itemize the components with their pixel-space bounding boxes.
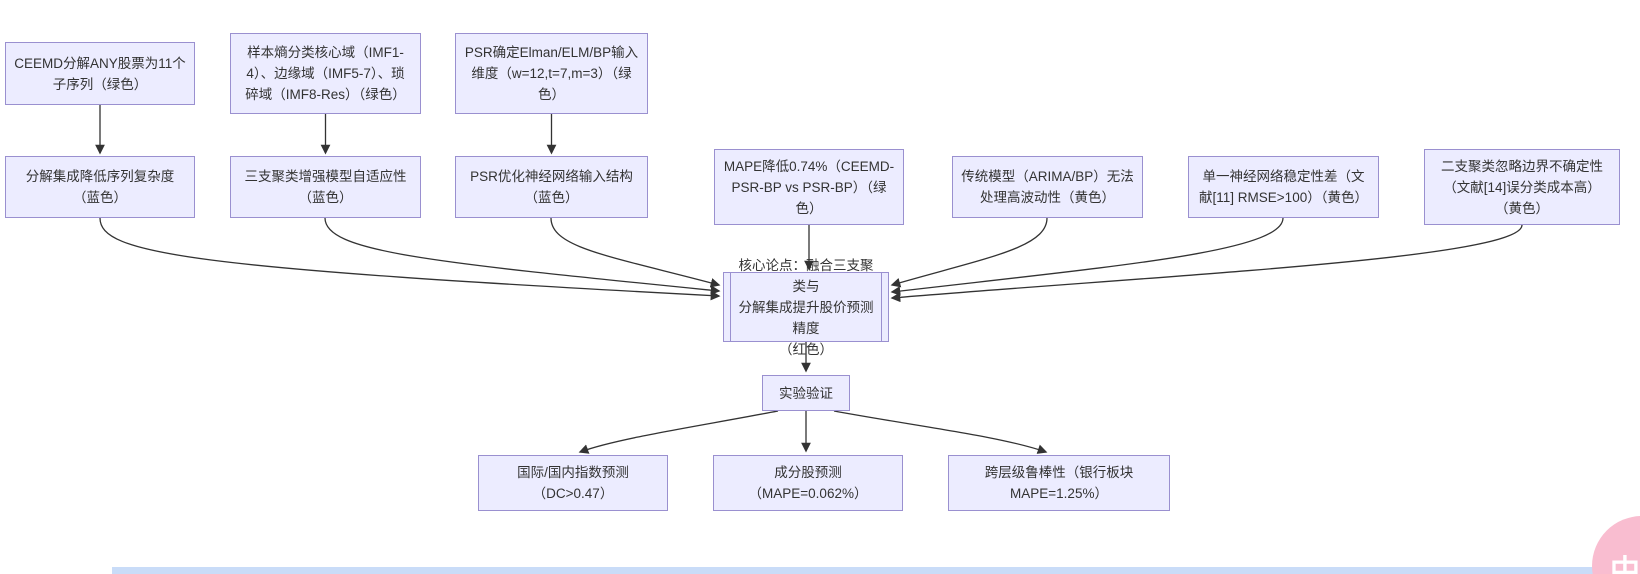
node-ceemd: CEEMD分解ANY股票为11个 子序列（绿色） [5,42,195,105]
node-experiment: 实验验证 [762,375,850,411]
node-text: 三支聚类增强模型自适应性 [244,169,407,184]
node-text: （文献[14]误分类成本高） [1443,179,1601,195]
node-text: CEEMD分解ANY股票为11个 [14,55,186,71]
node-entropy: 样本熵分类核心域（IMF1- 4）、边缘域（IMF5-7）、琐 碎域（IMF8-… [230,33,421,114]
node-component-prediction: 成分股预测 （MAPE=0.062%） [713,455,903,511]
edge-experiment-robust [833,410,1048,454]
node-two-way: 二支聚类忽略边界不确定性 （文献[14]误分类成本高） （黄色） [1424,149,1620,225]
node-text: 4）、边缘域（IMF5-7）、琐 [246,66,405,81]
node-text: 成分股预测 [774,465,842,480]
node-text: （MAPE=0.062%） [748,486,868,501]
translate-float-button[interactable]: 中A [1592,516,1640,574]
node-text: 色） [795,200,823,216]
node-text: 碎域（IMF8-Res）（绿色） [245,87,406,102]
node-text: PSR-BP vs PSR-BP）（绿 [731,179,887,195]
node-text: 传统模型（ARIMA/BP）无法 [961,169,1134,184]
node-traditional: 传统模型（ARIMA/BP）无法 处理高波动性（黄色） [952,156,1143,218]
node-text: 处理高波动性（黄色） [980,190,1115,205]
node-text: PSR确定Elman/ELM/BP输入 [464,45,639,60]
node-text: （蓝色） [73,190,127,205]
edge-twoway-core [890,224,1523,303]
node-robustness: 跨层级鲁棒性（银行板块 MAPE=1.25%） [948,455,1170,511]
node-three-way: 三支聚类增强模型自适应性 （蓝色） [230,156,421,218]
node-text: 维度（w=12,t=7,m=3）（绿 [471,66,632,81]
node-single-nn: 单一神经网络稳定性差（文 献[11] RMSE>100）（黄色） [1188,156,1379,218]
node-text: MAPE降低0.74%（CEEMD- [723,158,895,174]
node-text: 子序列（绿色） [52,76,148,92]
node-text: （红色） [779,341,833,357]
node-text: （黄色） [1495,200,1549,216]
node-text: MAPE=1.25%） [1010,486,1108,501]
edge-experiment-index [578,410,779,454]
node-text: 跨层级鲁棒性（银行板块 [984,465,1134,480]
edge-decompose-core [99,217,721,301]
edge-traditional-core [890,217,1048,288]
node-text: PSR优化神经网络输入结构 [470,169,633,184]
node-text: 分解集成提升股价预测精度 [738,299,874,336]
node-text: 实验验证 [779,385,833,401]
node-mape: MAPE降低0.74%（CEEMD- PSR-BP vs PSR-BP）（绿 色… [714,149,904,225]
bottom-blue-bar [112,567,1640,574]
node-text: 色） [538,87,565,102]
node-psr-opt: PSR优化神经网络输入结构 （蓝色） [455,156,648,218]
node-text: （蓝色） [298,190,353,205]
node-index-prediction: 国际/国内指数预测 （DC>0.47） [478,455,668,511]
edge-psropt-core [550,217,721,288]
node-text: 献[11] RMSE>100）（黄色） [1199,190,1368,205]
node-text: 分解集成降低序列复杂度 [25,169,175,184]
node-text: （蓝色） [524,190,579,205]
node-text: 二支聚类忽略边界不确定性 [1441,158,1603,174]
edge-singlenn-core [890,217,1284,296]
node-psr-dim: PSR确定Elman/ELM/BP输入 维度（w=12,t=7,m=3）（绿 色… [455,33,648,114]
node-text: 样本熵分类核心域（IMF1- [247,45,404,60]
node-text: 核心论点：融合三支聚类与 [738,257,874,294]
translate-icon: 中A [1610,555,1640,574]
node-decompose: 分解集成降低序列复杂度 （蓝色） [5,156,195,218]
node-text: （DC>0.47） [532,486,614,501]
node-text: 单一神经网络稳定性差（文 [1202,169,1365,184]
node-core-thesis: 核心论点：融合三支聚类与 分解集成提升股价预测精度 （红色） [723,258,889,357]
node-text: 国际/国内指数预测 [517,465,629,480]
edge-threeway-core [324,217,721,296]
